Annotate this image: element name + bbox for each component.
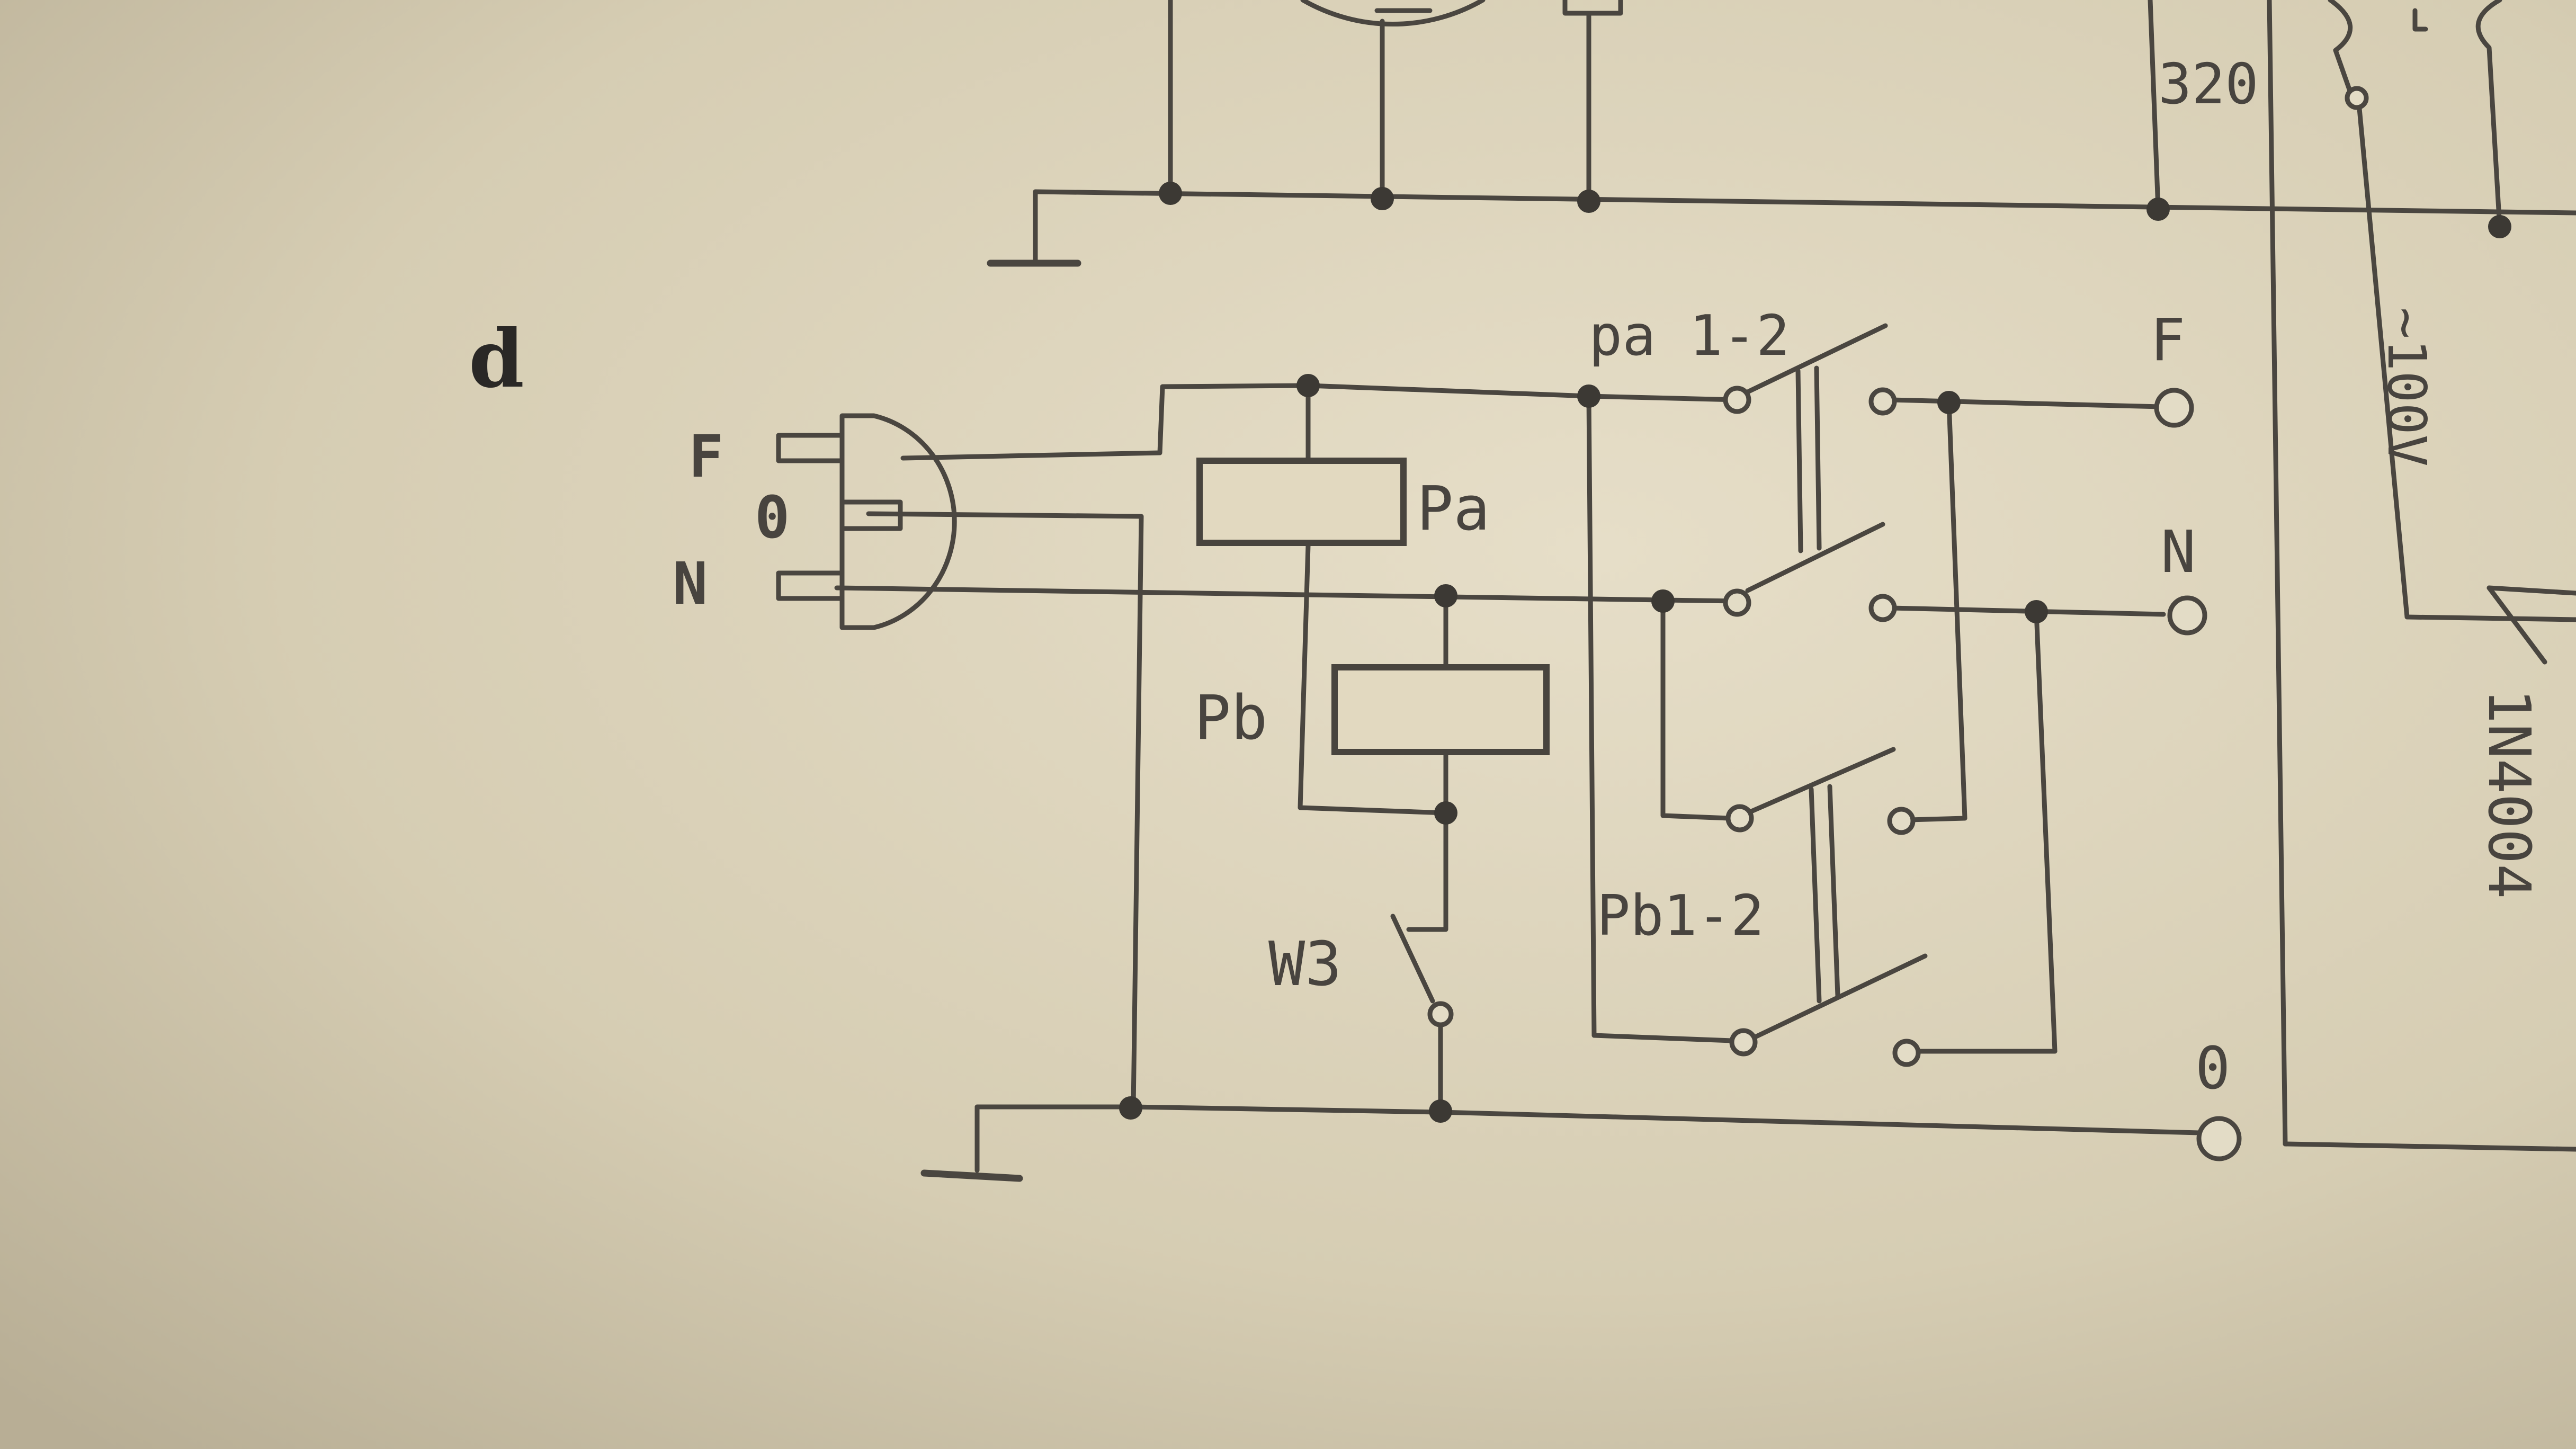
coil-label-pb: Pb [1194,683,1267,754]
relay-coil-pb [1331,664,1550,755]
main-circuit [776,323,2242,1182]
output-terminal-0[interactable] [2196,1116,2242,1161]
output-label-0: 0 [2195,1034,2230,1102]
plug-label-n: N [673,550,708,618]
upper-label-320: 320 [2158,52,2259,117]
upper-circuit [987,0,2576,1152]
voltage-label: ~100V [2376,307,2438,467]
output-terminal-n[interactable] [2167,595,2207,636]
output-terminal-f[interactable] [2154,388,2194,428]
plug-body [839,413,957,630]
output-label-f: F [2150,306,2185,374]
plug-pin-f [776,433,845,463]
relay-coil-pa [1196,458,1407,546]
plug-label-0: 0 [755,484,790,551]
contact-label-pa: pa 1-2 [1589,303,1790,368]
plug-label-f: F [688,423,723,490]
switch-label-w3: W3 [1268,929,1341,1000]
output-label-n: N [2161,518,2196,586]
section-label: d [469,312,524,406]
diode-label: 1N4004 [2475,688,2543,899]
coil-label-pa: Pa [1417,473,1490,544]
contact-label-pb: Pb1-2 [1597,883,1764,948]
